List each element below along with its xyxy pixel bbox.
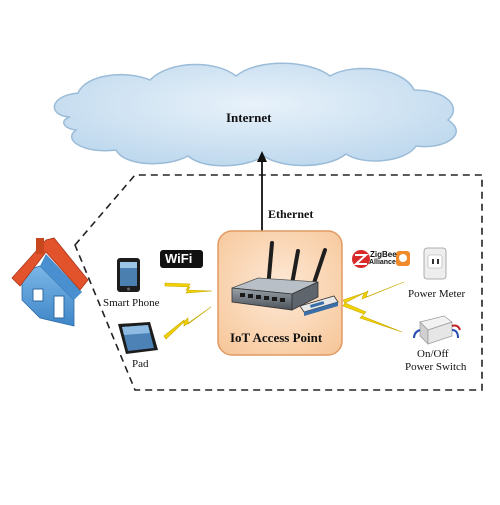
wifi-logo [160,250,203,268]
switch-label-line2: Power Switch [405,361,467,373]
zigbee-badge-text-2: Alliance [369,259,396,266]
power-switch-icon [413,315,461,345]
cloud-label: Internet [226,110,272,125]
smart-phone-icon [117,258,140,292]
ethernet-label: Ethernet [268,207,314,221]
wireless-link-icon [163,306,212,340]
internet-cloud [53,62,457,167]
smart-phone-label: Smart Phone [103,297,160,309]
pad-label: Pad [132,358,149,370]
power-meter-label: Power Meter [408,288,466,300]
zigbee-badge-text: ZigBee [370,250,397,259]
wifi-badge-text: WiFi [165,251,193,266]
wireless-link-icon [164,282,213,294]
access-point-label: IoT Access Point [230,330,323,345]
zigbee-logo-icon [352,250,370,268]
home-network-boundary [74,174,483,391]
power-meter-icon [423,247,447,280]
router-icon [231,241,327,311]
zigbee-home-badge-icon [396,251,410,266]
switch-label-line1: On/Off [417,348,449,360]
tablet-icon [118,322,158,354]
wireless-link-icon [342,281,405,304]
house-icon [11,237,89,327]
wireless-link-icon [342,302,403,333]
usb-dongle-icon [299,295,339,316]
ethernet-link-arrow [257,151,267,243]
